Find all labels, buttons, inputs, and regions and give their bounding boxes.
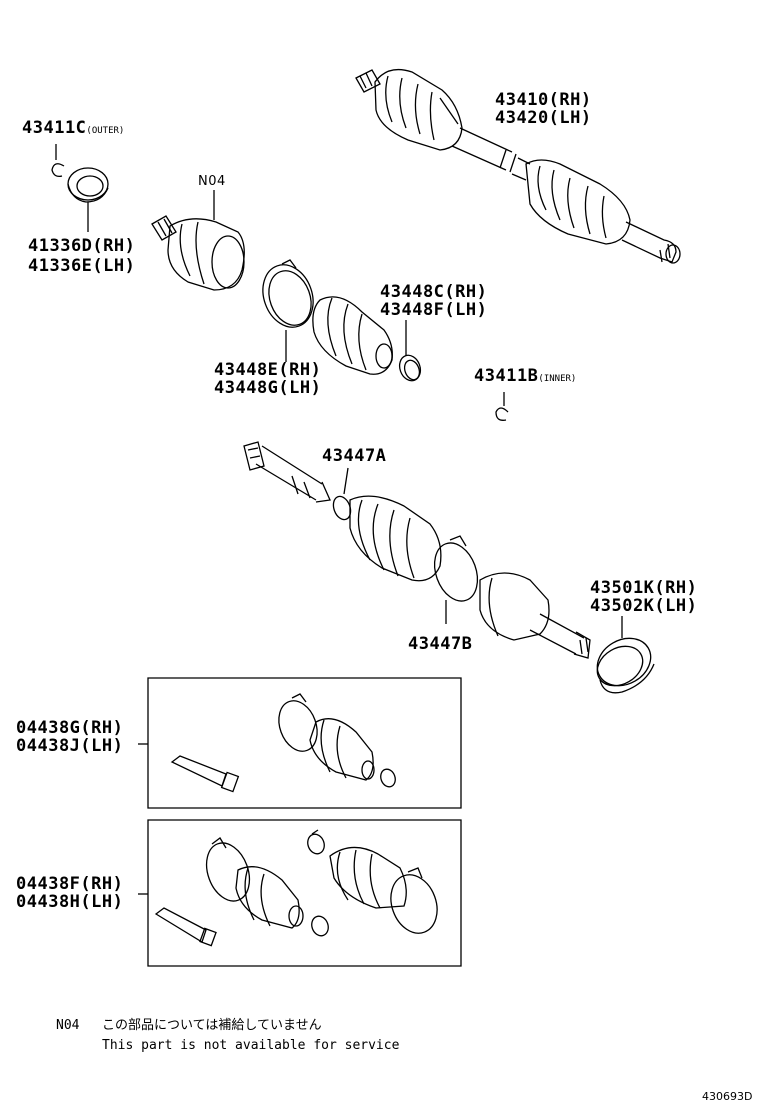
boot-kit-both-box — [138, 820, 461, 966]
seal-drawing — [68, 168, 108, 232]
label-inner-clamp-b: 43447B — [408, 634, 473, 654]
label-inner-clamp-a: 43447A — [322, 446, 387, 466]
footnote-japanese: この部品については補給していません — [102, 1018, 322, 1033]
inner-shaft-drawing — [244, 442, 590, 658]
label-boot-kit-both-lh: 04438H(LH) — [16, 892, 124, 912]
label-large-clamp-lh: 43448G(LH) — [214, 378, 322, 398]
footnote-english: This part is not available for service — [102, 1038, 400, 1053]
label-small-clamp-rh: 43448C(RH) — [380, 282, 488, 302]
diagram-code: 430693D — [702, 1090, 753, 1103]
label-small-clamp-lh: 43448F(LH) — [380, 300, 488, 320]
label-seal-rh: 41336D(RH) — [28, 236, 136, 256]
footnote-code: N04 — [56, 1018, 80, 1033]
large-clamp-drawing — [255, 258, 322, 362]
inner-note: (INNER) — [538, 374, 577, 384]
label-shaft-assy-lh: 43420(LH) — [495, 108, 592, 128]
small-clamp-drawing — [396, 320, 424, 384]
label-shaft-assy-rh: 43410(RH) — [495, 90, 592, 110]
drive-shaft-assembly-drawing — [356, 70, 680, 263]
label-boot-kit-both-rh: 04438F(RH) — [16, 874, 124, 894]
label-inner-snap-ring: 43411B(INNER) — [474, 366, 576, 389]
dust-deflector-drawing — [589, 616, 659, 695]
outer-boot-drawing — [313, 297, 392, 374]
label-outer-snap-ring: 43411C(OUTER) — [22, 118, 124, 141]
label-dust-deflector-rh: 43501K(RH) — [590, 578, 698, 598]
outer-joint-drawing — [152, 190, 244, 290]
boot-kit-outer-box — [138, 678, 461, 808]
label-boot-kit-outer-lh: 04438J(LH) — [16, 736, 124, 756]
part-number-43411b: 43411B — [474, 366, 539, 386]
label-boot-kit-outer-rh: 04438G(RH) — [16, 718, 124, 738]
label-n04: N04 — [198, 174, 226, 189]
label-dust-deflector-lh: 43502K(LH) — [590, 596, 698, 616]
outer-snap-ring-drawing — [52, 144, 64, 176]
label-seal-lh: 41336E(LH) — [28, 256, 136, 276]
outer-note: (OUTER) — [86, 126, 125, 136]
label-large-clamp-rh: 43448E(RH) — [214, 360, 322, 380]
part-number-43411c: 43411C — [22, 118, 87, 138]
inner-snap-ring-drawing — [496, 392, 508, 420]
